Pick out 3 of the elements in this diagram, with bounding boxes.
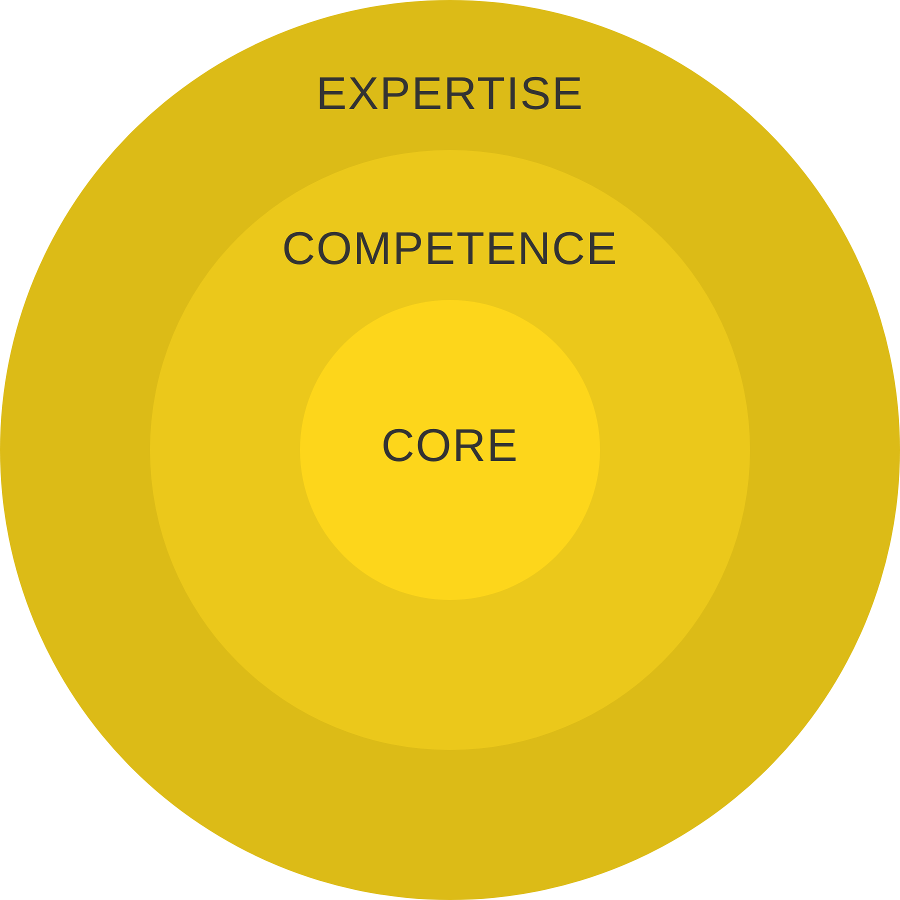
ring-label: EXPERTISE (316, 67, 584, 119)
ring-label: COMPETENCE (282, 222, 618, 274)
ring-label: CORE (381, 419, 519, 471)
